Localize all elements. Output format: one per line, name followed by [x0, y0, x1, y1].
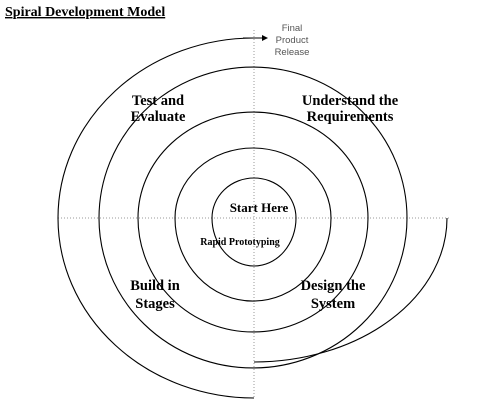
label-understand-2: Requirements	[307, 109, 394, 125]
spiral-arc-4	[98, 66, 408, 369]
label-build-2: Stages	[135, 296, 175, 312]
rapid-prototyping-label: Rapid Prototyping	[200, 237, 280, 248]
final-release-label-3: Release	[275, 47, 310, 58]
label-build-1: Build in	[130, 278, 180, 294]
spiral-arc-1	[211, 177, 297, 267]
label-design-2: System	[311, 296, 355, 312]
spiral-arc-3	[137, 111, 369, 333]
label-understand-1: Understand the	[302, 93, 399, 109]
label-test-evaluate-2: Evaluate	[131, 109, 186, 125]
diagram-title: Spiral Development Model	[5, 5, 165, 20]
label-test-evaluate-1: Test and	[132, 93, 184, 109]
final-release-label-1: Final	[282, 23, 303, 34]
spiral-arc-outer	[57, 37, 255, 399]
start-here-label: Start Here	[230, 200, 289, 215]
arrowhead-icon	[262, 35, 268, 41]
final-release-label-2: Product	[276, 35, 309, 46]
label-design-1: Design the	[301, 278, 366, 294]
spiral-arc-2	[174, 147, 332, 302]
spiral-arc-outer-right	[253, 217, 448, 363]
